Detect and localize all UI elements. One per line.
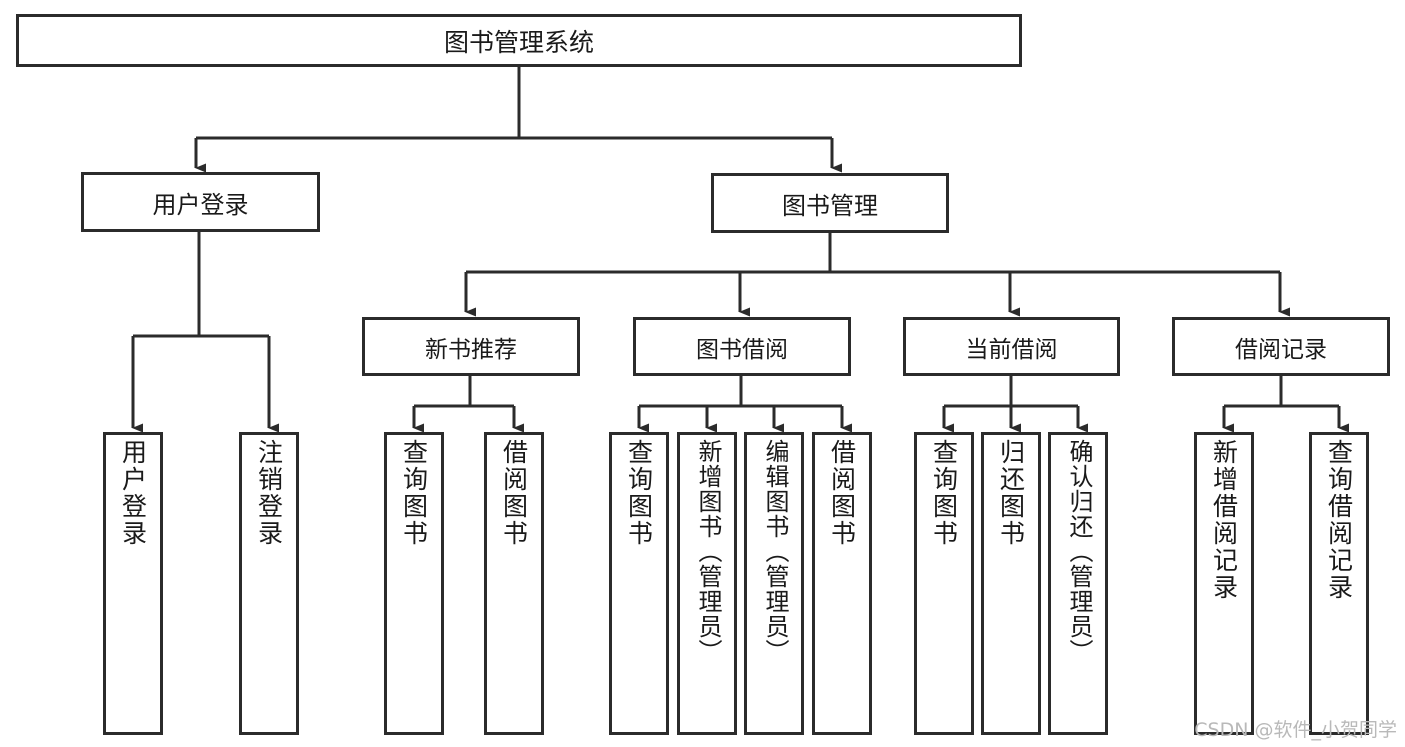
leaf-borrow-record-query[interactable]: 查询借阅记录: [1309, 432, 1369, 735]
node-current-borrow[interactable]: 当前借阅: [903, 317, 1120, 376]
node-borrow-record[interactable]: 借阅记录: [1172, 317, 1390, 376]
leaf-user-login-logout[interactable]: 注销登录: [239, 432, 299, 735]
leaf-label: 归还图书: [996, 439, 1026, 547]
leaf-label: 查询图书: [624, 439, 654, 547]
node-book-borrow-label: 图书借阅: [696, 336, 788, 363]
leaf-book-borrow-edit[interactable]: 编辑图书（管理员）: [744, 432, 804, 735]
leaf-label: 新增借阅记录: [1209, 439, 1239, 601]
node-new-book-recommend-label: 新书推荐: [425, 336, 517, 363]
leaf-current-borrow-return[interactable]: 归还图书: [981, 432, 1041, 735]
node-book-management-label: 图书管理: [782, 191, 878, 220]
leaf-current-borrow-confirm[interactable]: 确认归还（管理员）: [1048, 432, 1108, 735]
node-user-login-label: 用户登录: [152, 190, 249, 219]
leaf-book-borrow-borrow[interactable]: 借阅图书: [812, 432, 872, 735]
leaf-label: 借阅图书: [499, 439, 529, 547]
watermark: CSDN @软件_小贺同学: [1194, 719, 1397, 741]
leaf-label: 用户登录: [118, 439, 148, 547]
node-user-login[interactable]: 用户登录: [81, 172, 320, 232]
node-borrow-record-label: 借阅记录: [1235, 336, 1327, 363]
leaf-label: 编辑图书（管理员）: [760, 439, 789, 664]
leaf-current-borrow-query[interactable]: 查询图书: [914, 432, 974, 735]
node-book-management[interactable]: 图书管理: [711, 173, 949, 233]
leaf-book-borrow-add[interactable]: 新增图书（管理员）: [677, 432, 737, 735]
leaf-label: 借阅图书: [827, 439, 857, 547]
leaf-new-book-borrow[interactable]: 借阅图书: [484, 432, 544, 735]
leaf-borrow-record-add[interactable]: 新增借阅记录: [1194, 432, 1254, 735]
node-root[interactable]: 图书管理系统: [16, 14, 1022, 67]
node-new-book-recommend[interactable]: 新书推荐: [362, 317, 580, 376]
leaf-label: 注销登录: [254, 439, 284, 547]
node-current-borrow-label: 当前借阅: [965, 336, 1058, 363]
leaf-label: 查询图书: [399, 439, 429, 547]
leaf-user-login-login[interactable]: 用户登录: [103, 432, 163, 735]
leaf-label: 新增图书（管理员）: [693, 439, 722, 664]
leaf-label: 确认归还（管理员）: [1064, 439, 1093, 664]
leaf-label: 查询图书: [929, 439, 959, 547]
node-root-label: 图书管理系统: [443, 27, 594, 57]
leaf-label: 查询借阅记录: [1324, 439, 1354, 601]
leaf-book-borrow-query[interactable]: 查询图书: [609, 432, 669, 735]
node-book-borrow[interactable]: 图书借阅: [633, 317, 851, 376]
leaf-new-book-query[interactable]: 查询图书: [384, 432, 444, 735]
